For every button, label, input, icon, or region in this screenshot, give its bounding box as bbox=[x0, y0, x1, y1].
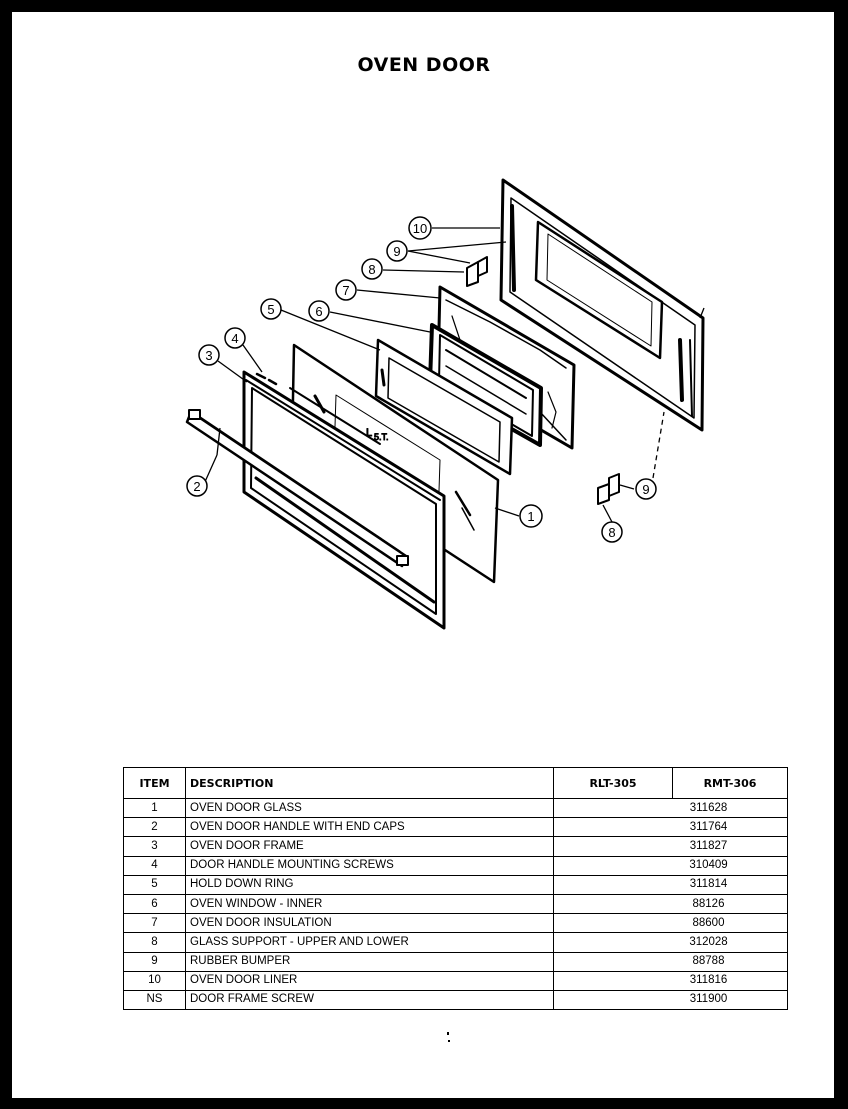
callout-6: 6 bbox=[308, 300, 330, 322]
row-part-number: 88600 bbox=[553, 913, 788, 934]
table-row: 10 OVEN DOOR LINER 311816 bbox=[123, 970, 788, 991]
rubber-bumper bbox=[477, 256, 620, 497]
row-part-number: 312028 bbox=[553, 932, 788, 953]
row-description: OVEN DOOR FRAME bbox=[185, 836, 554, 857]
svg-text:5.T.: 5.T. bbox=[374, 432, 389, 442]
row-item: 6 bbox=[123, 893, 186, 915]
callout-label: 7 bbox=[342, 283, 349, 298]
row-item: 5 bbox=[123, 874, 186, 895]
callout-label: 5 bbox=[267, 302, 274, 317]
callout-label: 8 bbox=[608, 525, 615, 540]
callout-label: 2 bbox=[193, 479, 200, 494]
callout-8: 8 bbox=[361, 258, 383, 280]
leader-lines bbox=[203, 227, 705, 523]
row-part-number: 311900 bbox=[553, 989, 788, 1011]
row-description: OVEN DOOR GLASS bbox=[185, 797, 554, 819]
row-part-number: 88788 bbox=[553, 951, 788, 972]
callout-10: 10 bbox=[408, 216, 432, 240]
row-item: 8 bbox=[123, 932, 186, 953]
table-row: 6 OVEN WINDOW - INNER 88126 bbox=[123, 893, 788, 915]
callout-3: 3 bbox=[198, 344, 220, 366]
callout-label: 9 bbox=[642, 482, 649, 497]
table-header-row: ITEM DESCRIPTION RLT-305 RMT-306 bbox=[123, 767, 788, 799]
scan-dot bbox=[448, 1040, 450, 1042]
callout-label: 9 bbox=[393, 244, 400, 259]
header-item: ITEM bbox=[123, 767, 186, 799]
row-item: 1 bbox=[123, 797, 186, 819]
callout-label: 8 bbox=[368, 262, 375, 277]
oven-window-inner bbox=[428, 323, 543, 447]
row-item: 9 bbox=[123, 951, 186, 972]
callout-label: 10 bbox=[413, 221, 427, 236]
row-description: DOOR HANDLE MOUNTING SCREWS bbox=[185, 855, 554, 876]
row-description: HOLD DOWN RING bbox=[185, 874, 554, 895]
header-model-2: RMT-306 bbox=[672, 767, 788, 799]
table-row: 9 RUBBER BUMPER 88788 bbox=[123, 951, 788, 972]
row-item: 2 bbox=[123, 817, 186, 838]
row-description: GLASS SUPPORT - UPPER AND LOWER bbox=[185, 932, 554, 953]
table-row: 5 HOLD DOWN RING 311814 bbox=[123, 874, 788, 895]
oven-door-handle bbox=[185, 409, 409, 568]
glass-support bbox=[466, 261, 610, 505]
scan-mark bbox=[4, 768, 10, 770]
callout-9-lower: 9 bbox=[635, 478, 657, 500]
row-item: NS bbox=[123, 989, 186, 1011]
row-part-number: 311816 bbox=[553, 970, 788, 991]
hold-down-ring bbox=[374, 338, 514, 476]
row-part-number: 88126 bbox=[553, 893, 788, 915]
oven-door-liner bbox=[499, 178, 705, 432]
callout-label: 6 bbox=[315, 304, 322, 319]
exploded-view-diagram: L 5.T. bbox=[185, 178, 705, 630]
callout-4: 4 bbox=[224, 327, 246, 349]
table-row: 1 OVEN DOOR GLASS 311628 bbox=[123, 797, 788, 819]
table-row: 2 OVEN DOOR HANDLE WITH END CAPS 311764 bbox=[123, 817, 788, 838]
callout-9: 9 bbox=[386, 240, 408, 262]
svg-text:L: L bbox=[366, 427, 372, 439]
table-row: 8 GLASS SUPPORT - UPPER AND LOWER 312028 bbox=[123, 932, 788, 953]
parts-table: ITEM DESCRIPTION RLT-305 RMT-306 1 OVEN … bbox=[123, 767, 788, 1011]
row-description: RUBBER BUMPER bbox=[185, 951, 554, 972]
page-title: OVEN DOOR bbox=[357, 54, 491, 76]
callout-2: 2 bbox=[186, 475, 208, 497]
callout-label: 1 bbox=[527, 509, 534, 524]
row-item: 3 bbox=[123, 836, 186, 857]
callout-label: 3 bbox=[205, 348, 212, 363]
table-row: NS DOOR FRAME SCREW 311900 bbox=[123, 989, 788, 1011]
row-description: OVEN WINDOW - INNER bbox=[185, 893, 554, 915]
row-description: OVEN DOOR LINER bbox=[185, 970, 554, 991]
row-part-number: 311764 bbox=[553, 817, 788, 838]
callout-label: 4 bbox=[231, 331, 238, 346]
row-description: OVEN DOOR HANDLE WITH END CAPS bbox=[185, 817, 554, 838]
callout-8-lower: 8 bbox=[601, 521, 623, 543]
row-part-number: 311827 bbox=[553, 836, 788, 857]
table-row: 7 OVEN DOOR INSULATION 88600 bbox=[123, 913, 788, 934]
row-item: 4 bbox=[123, 855, 186, 876]
row-description: DOOR FRAME SCREW bbox=[185, 989, 554, 1011]
row-part-number: 311628 bbox=[553, 797, 788, 819]
table-row: 4 DOOR HANDLE MOUNTING SCREWS 310409 bbox=[123, 855, 788, 876]
row-item: 7 bbox=[123, 913, 186, 934]
row-part-number: 310409 bbox=[553, 855, 788, 876]
table-row: 3 OVEN DOOR FRAME 311827 bbox=[123, 836, 788, 857]
callout-1: 1 bbox=[519, 504, 543, 528]
row-part-number: 311814 bbox=[553, 874, 788, 895]
callout-5: 5 bbox=[260, 298, 282, 320]
callout-7: 7 bbox=[335, 279, 357, 301]
scan-dot bbox=[447, 1032, 449, 1035]
header-description: DESCRIPTION bbox=[185, 767, 554, 799]
header-model-1: RLT-305 bbox=[553, 767, 673, 799]
door-handle-mounting-screws bbox=[255, 372, 278, 386]
row-description: OVEN DOOR INSULATION bbox=[185, 913, 554, 934]
row-item: 10 bbox=[123, 970, 186, 991]
